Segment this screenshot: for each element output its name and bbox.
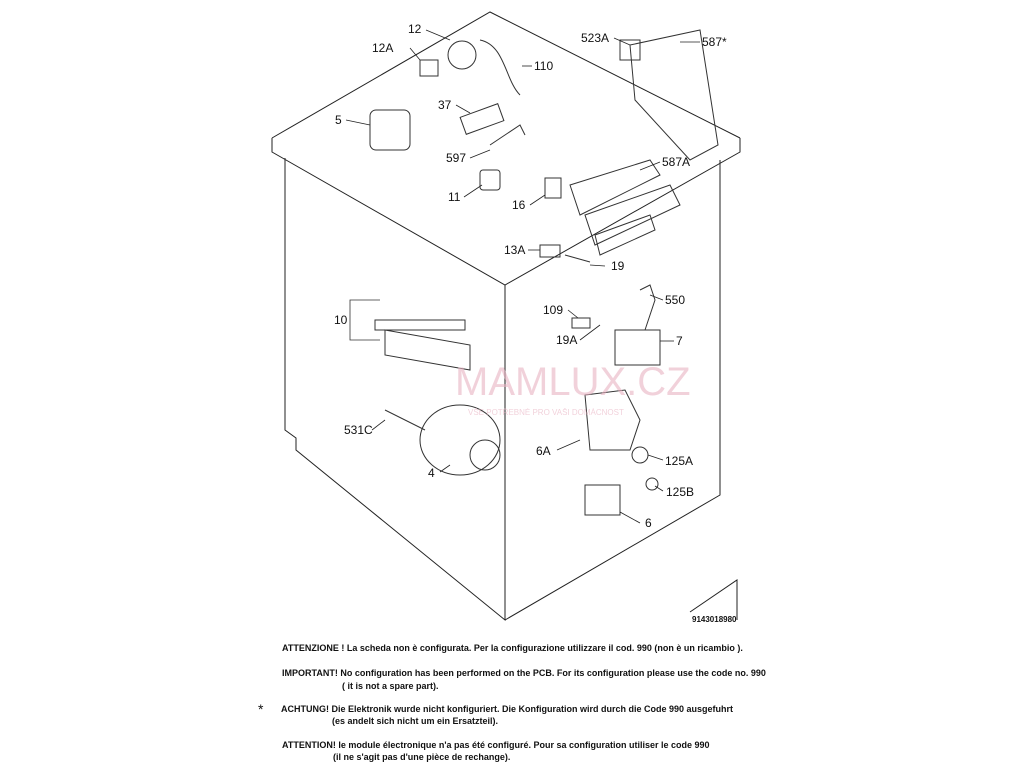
part-label: 125B <box>666 485 695 499</box>
watermark-brand: MAMLUX.CZ <box>455 360 691 404</box>
part-label: 523A <box>581 31 610 45</box>
part-label: 12 <box>408 22 422 36</box>
part-label: 11 <box>448 190 461 204</box>
note-french: ATTENTION! le module électronique n'a pa… <box>282 740 710 750</box>
part-label: 4 <box>428 466 435 480</box>
note-english: IMPORTANT! No configuration has been per… <box>282 668 766 678</box>
part-label: 7 <box>676 334 683 348</box>
note-italian: ATTENZIONE ! La scheda non è configurata… <box>282 643 743 653</box>
part-label: 12A <box>372 41 394 55</box>
part-label: 19 <box>611 259 625 273</box>
part-label: 19A <box>556 333 578 347</box>
asterisk-marker: * <box>258 701 264 717</box>
part-label: 16 <box>512 198 526 212</box>
note-english-2: ( it is not a spare part). <box>342 681 439 691</box>
part-label: 550 <box>665 293 686 307</box>
note-french-2: (il ne s'agit pas d'une pièce de rechang… <box>333 752 511 762</box>
pressure-switch <box>447 40 477 70</box>
drawing-number: 9143018980 <box>692 615 737 624</box>
leader-lines <box>345 29 700 524</box>
part-label: 125A <box>665 454 694 468</box>
part-label: 531C <box>344 423 373 437</box>
parts <box>349 29 719 516</box>
cabinet <box>271 11 741 622</box>
part-label: 10 <box>334 313 348 327</box>
part-label: 5 <box>335 113 342 127</box>
part-label: 13A <box>504 243 526 257</box>
part-label: 6A <box>536 444 551 458</box>
part-label: 587A <box>662 155 691 169</box>
part-label: 109 <box>543 303 564 317</box>
part-label: 597 <box>446 151 467 165</box>
part-label: 587* <box>702 35 727 49</box>
part-label: 6 <box>645 516 652 530</box>
note-german-2: (es andelt sich nicht um ein Ersatzteil)… <box>332 716 499 726</box>
part-label: 110 <box>534 59 554 73</box>
part-label: 37 <box>438 98 452 112</box>
watermark-tagline: VŠE POTŘEBNÉ PRO VAŠI DOMÁCNOST <box>468 408 624 417</box>
note-german: ACHTUNG! Die Elektronik wurde nicht konf… <box>281 704 734 714</box>
